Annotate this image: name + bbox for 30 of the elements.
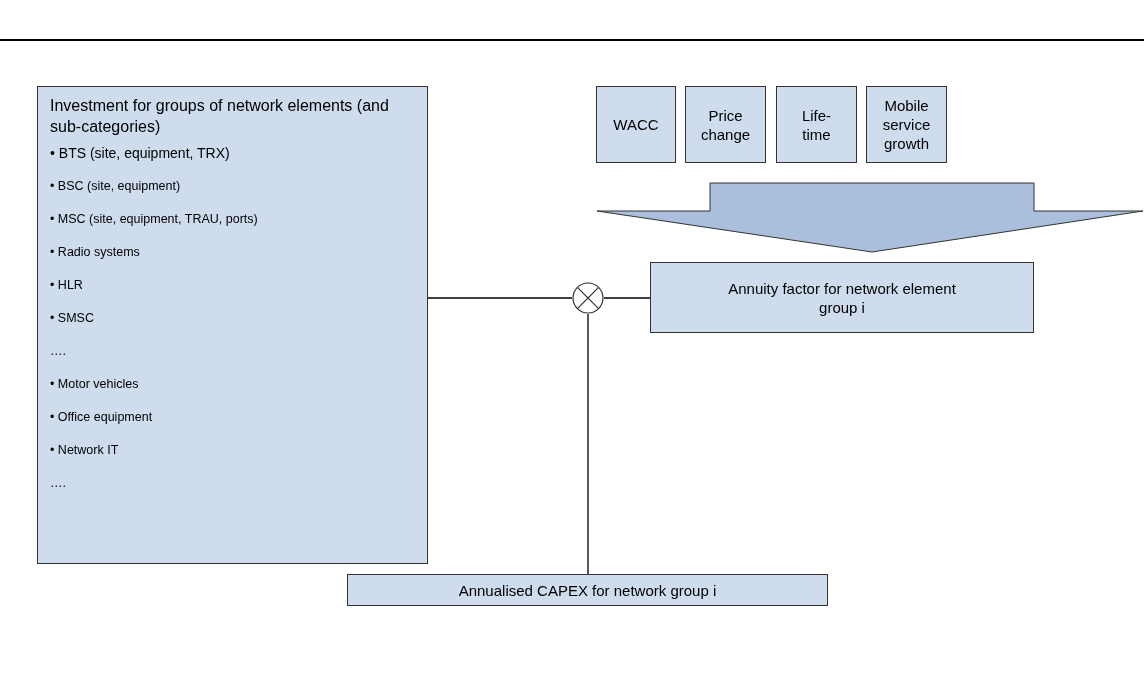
list-item: • Motor vehicles [50,376,140,392]
process-box [347,574,828,606]
list-item: • Radio systems [50,244,141,260]
node-text: Mobile service growth [881,96,932,153]
node-text: WACC [613,115,659,134]
list-item: • Network IT [50,442,120,458]
list-item: • MSC (site, equipment, TRAU, ports) [50,211,259,227]
list-item: • Office equipment [50,409,154,425]
list-item: …. [50,343,67,359]
process-box [866,86,947,163]
node-text: Annualised CAPEX for network group i [458,580,717,600]
process-box [596,86,676,163]
list-item: • BSC (site, equipment) [50,178,182,194]
connector-line [603,297,651,299]
process-box [650,262,1034,333]
block-arrow [596,182,1144,253]
node-text: Life-time [800,105,833,144]
list-panel [37,86,428,564]
list-item: • SMSC [50,310,95,326]
multiply-symbol [572,282,604,314]
panel-heading: Investment for groups of network elements (and sub-categories) [50,96,390,137]
process-box [776,86,857,163]
list-item: …. [50,475,67,491]
list-item: • BTS (site, equipment, TRX) [50,145,231,161]
process-box [685,86,766,163]
connector-line [587,313,589,575]
node-text: Price change [700,105,751,144]
node-text: Annuity factor for network element group i [727,278,957,317]
connector-line [427,297,573,299]
list-item: • HLR [50,277,84,293]
